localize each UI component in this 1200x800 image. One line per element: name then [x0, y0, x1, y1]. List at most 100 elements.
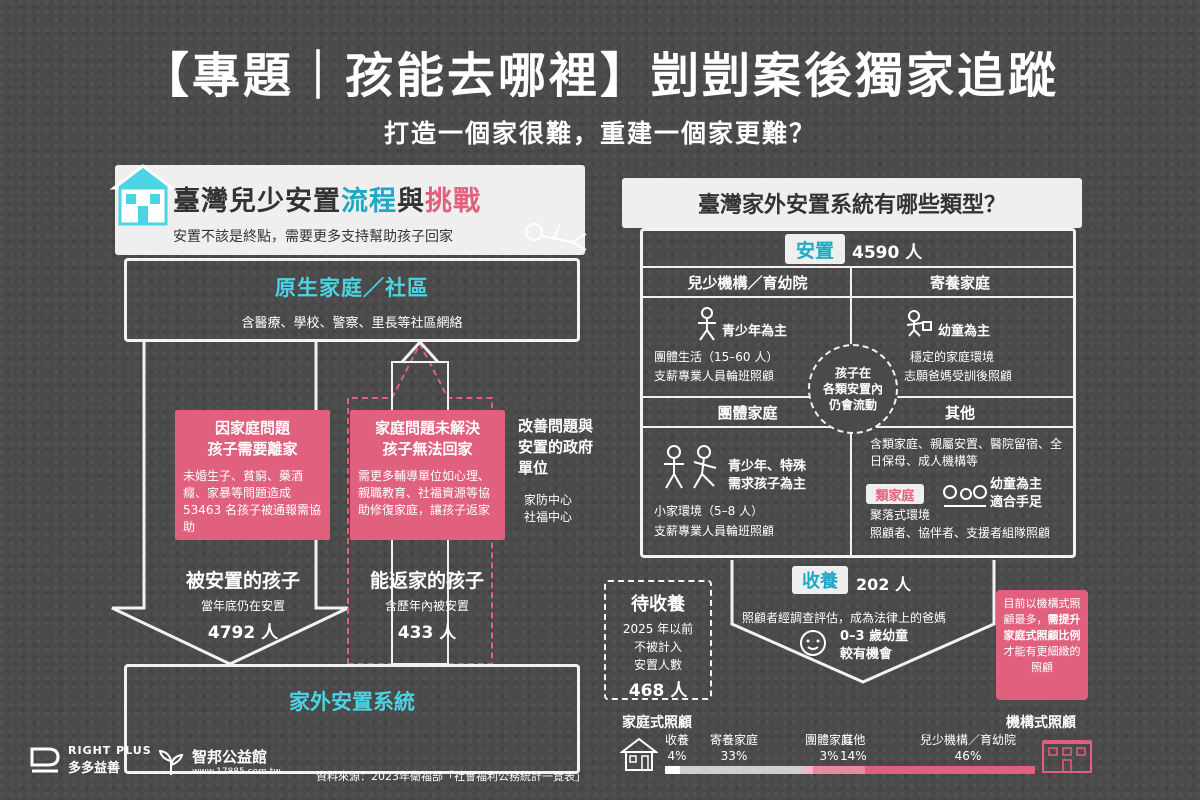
foster-line-1: 穩定的家庭環境 — [910, 350, 995, 364]
distribution-label-name: 收養 — [665, 733, 690, 747]
flow-line-3: 仍會流動 — [828, 398, 877, 412]
cannot-heading-1: 家庭問題未解決 — [374, 419, 480, 437]
pending-line-2: 不被計入 — [633, 640, 682, 654]
left-banner-subtitle: 安置不該是終點，需要更多支持幫助孩子回家 — [173, 229, 453, 245]
siblings-icon — [943, 485, 987, 507]
other-focus-2: 適合手足 — [990, 495, 1043, 510]
cannot-body: 需更多輔導單位如心理、親職教育、社福資源等協助修復家庭，讓孩子返家 — [358, 469, 491, 517]
foster-line-2: 志願爸媽受訓後照顧 — [904, 369, 1013, 383]
toddler-icon — [906, 310, 932, 337]
family-house-icon — [620, 737, 658, 771]
sprout-icon — [158, 749, 184, 775]
distribution-segment — [864, 766, 1035, 774]
adoption-focus-2: 較有機會 — [840, 647, 893, 662]
house-icon — [109, 164, 177, 226]
foster-focus: 幼童為主 — [938, 324, 991, 339]
improve-body: 家防中心 社福中心 — [524, 492, 594, 526]
group-home-line-2: 支薪專業人員輪班照顧 — [654, 524, 775, 538]
pending-heading: 待收養 — [631, 594, 685, 615]
other-focus: 幼童為主 適合手足 — [990, 476, 1042, 512]
distribution-bar — [665, 766, 1035, 774]
other-focus-1: 幼童為主 — [990, 477, 1043, 492]
adoption-focus-1: 0–3 歲幼童 — [840, 629, 909, 644]
baby-icon — [800, 630, 826, 656]
zhibang-url: www.17885.com.tw — [192, 767, 281, 777]
placement-count: 4590 人 — [852, 243, 923, 263]
cause-box: 因家庭問題 孩子需要離家 未婚生子、貧窮、藥酒癮、家暴等問題造成 53463 名… — [175, 410, 330, 540]
data-source: 資料來源：2023年衛福部「社會福利公務統計一覽表」 — [316, 770, 586, 783]
placed-children: 被安置的孩子 當年底仍在安置 4792 人 — [168, 566, 318, 643]
improve-heading: 改善問題與安置的政府單位 — [518, 417, 594, 477]
institution-focus: 青少年為主 — [722, 324, 788, 339]
institution-line-1: 團體生活（15–60 人） — [654, 350, 779, 364]
other-line-2: 聚落式環境 — [870, 508, 931, 522]
teens-icon — [664, 445, 717, 489]
flow-circle: 孩子在 各類安置內 仍會流動 — [808, 344, 898, 434]
adoption-description: 照顧者經調查評估，成為法律上的爸媽 — [742, 611, 947, 625]
cause-body: 未婚生子、貧窮、藥酒癮、家暴等問題造成 53463 名孩子被通報需協助 — [183, 469, 321, 534]
other-heading: 其他 — [944, 404, 975, 422]
origin-family-box — [124, 258, 580, 342]
zhibang-name: 智邦公益館 — [192, 748, 268, 766]
institutional-care-label: 機構式照顧 — [1006, 715, 1076, 731]
distribution-label: 寄養家庭 33% — [710, 732, 758, 764]
callout-part-1: 目前以機構式照顧最多， — [1003, 597, 1081, 626]
group-home-focus-1: 青少年、特殊 — [728, 459, 807, 474]
other-line-3: 照顧者、協伴者、支援者組隊照顧 — [870, 526, 1051, 540]
zhibang-logo: 智邦公益館 www.17885.com.tw — [156, 746, 281, 777]
right-plus-mark-icon — [30, 747, 60, 773]
distribution-label-pct: 3% — [819, 749, 839, 763]
distribution-segment — [679, 766, 802, 774]
lying-child-icon — [525, 223, 587, 251]
improve-unit-2: 社福中心 — [524, 510, 573, 524]
distribution-label-pct: 46% — [954, 749, 982, 763]
distribution-label-pct: 4% — [667, 749, 687, 763]
distribution-label: 其他 14% — [840, 732, 867, 764]
origin-family-subtitle: 含醫療、學校、警察、里長等社區網絡 — [241, 316, 463, 331]
foster-heading: 寄養家庭 — [929, 274, 990, 292]
grid-divider-head — [642, 296, 1074, 298]
distribution-label-name: 團體家庭 — [805, 733, 854, 747]
returned-label: 能返家的孩子 — [369, 570, 484, 592]
adoption-down-arrow — [730, 560, 996, 684]
cause-heading-1: 因家庭問題 — [214, 419, 290, 437]
placement-tab: 安置 — [785, 234, 845, 264]
other-line-1: 含類家庭、親屬安置、醫院留宿、全日保母、成人機構等 — [870, 437, 1063, 468]
grid-divider-top — [642, 266, 1074, 268]
institution-building-icon — [1042, 740, 1092, 773]
distribution-label-name: 寄養家庭 — [710, 733, 759, 747]
distribution-label-pct: 14% — [840, 749, 867, 763]
left-banner-title: 臺灣兒少安置流程與挑戰 — [173, 186, 481, 217]
group-home-heading: 團體家庭 — [717, 404, 778, 422]
right-banner: 臺灣家外安置系統有哪些類型？ — [622, 178, 1082, 228]
adoption-count: 202 人 — [856, 575, 911, 594]
institution-heading: 兒少機構／育幼院 — [687, 274, 808, 292]
group-home-focus-2: 需求孩子為主 — [728, 477, 807, 492]
cannot-heading-2: 孩子無法回家 — [382, 440, 473, 458]
placed-count: 4792 人 — [207, 623, 279, 643]
left-banner: 臺灣兒少安置流程與挑戰 安置不該是終點，需要更多支持幫助孩子回家 — [115, 165, 585, 255]
outside-system-title: 家外安置系統 — [289, 690, 415, 714]
distribution-label-pct: 33% — [720, 749, 748, 763]
flow-line-2: 各類安置內 — [822, 382, 883, 396]
pending-line-1: 2025 年以前 — [622, 622, 694, 636]
pending-adoption-box: 待收養 2025 年以前 不被計入 安置人數 468 人 — [604, 580, 712, 701]
placed-sub: 當年底仍在安置 — [200, 599, 285, 613]
distribution-label-name: 其他 — [841, 733, 866, 747]
flow-line-1: 孩子在 — [834, 366, 871, 380]
cause-heading-2: 孩子需要離家 — [207, 440, 298, 458]
distribution-segment — [665, 766, 680, 774]
distribution-segment — [813, 766, 865, 774]
origin-family-title: 原生家庭／社區 — [275, 276, 429, 300]
distribution-segment — [801, 766, 813, 774]
right-plus-logo: RIGHT PLUS 多多益善 — [28, 744, 152, 776]
callout-part-3: 才能有更細緻的照顧 — [1003, 645, 1081, 674]
improve-unit-1: 家防中心 — [524, 493, 573, 507]
group-home-line-1: 小家環境（5–8 人） — [654, 504, 764, 518]
pending-line-3: 安置人數 — [633, 658, 682, 672]
distribution-label: 收養 4% — [665, 732, 689, 764]
cannot-return-box: 家庭問題未解決 孩子無法回家 需更多輔導單位如心理、親職教育、社福資源等協助修復… — [350, 410, 505, 540]
adoption-focus: 0–3 歲幼童 較有機會 — [840, 628, 908, 664]
adoption-tab: 收養 — [792, 566, 848, 594]
